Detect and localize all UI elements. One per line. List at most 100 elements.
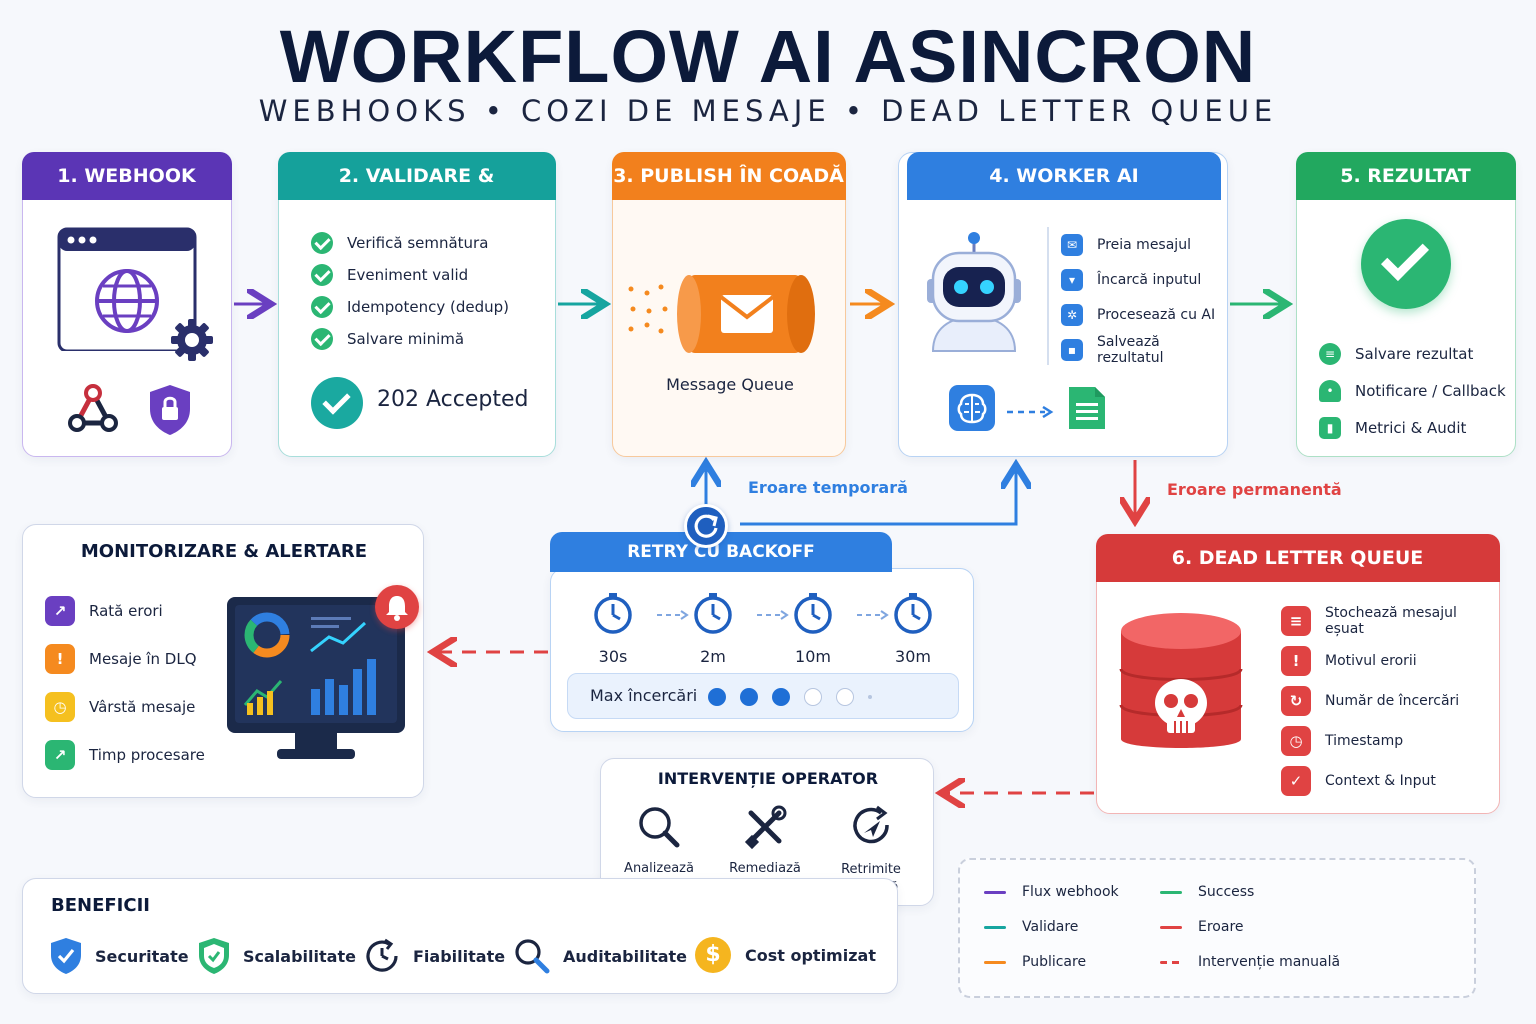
timer-step: 2m <box>667 591 759 666</box>
list-item: Eveniment valid <box>311 259 509 291</box>
permanent-error-label: Eroare permanentă <box>1167 480 1342 499</box>
magnifier-icon <box>639 807 680 848</box>
check-icon <box>311 264 333 286</box>
benefits-card: BENEFICII Securitate Scalabilitate Fiabi… <box>22 878 898 994</box>
queue-caption: Message Queue <box>666 375 794 394</box>
legend-label: Flux webhook <box>1022 884 1119 900</box>
operator-title: INTERVENȚIE OPERATOR <box>657 769 879 788</box>
error-doc-icon: ! <box>1281 646 1311 676</box>
legend-label: Publicare <box>1022 954 1087 970</box>
divider <box>1047 227 1049 365</box>
list-item: ▮Metrici & Audit <box>1319 409 1506 446</box>
context-icon: ✓ <box>1281 766 1311 796</box>
worker-card: 4. WORKER AI ✉Preia mesajul ▾Încarcă inp… <box>898 151 1228 457</box>
worker-steps: ✉Preia mesajul ▾Încarcă inputul ✲Procese… <box>1061 227 1227 367</box>
bar-chart-icon: ▮ <box>1319 416 1341 439</box>
legend-item: Flux webhook <box>984 884 1119 900</box>
dashboard-monitor-icon <box>225 593 407 765</box>
attempt-dot-ellipsis <box>868 695 872 699</box>
tools-icon <box>744 805 787 850</box>
list-item: ↗Timp procesare <box>45 731 205 779</box>
list-item: ≡Salvare rezultat <box>1319 335 1506 372</box>
list-item: ◷Timestamp <box>1281 721 1499 761</box>
retry-icon <box>684 504 728 548</box>
result-list: ≡Salvare rezultat •Notificare / Callback… <box>1319 335 1506 446</box>
clock-icon <box>366 938 398 972</box>
legend-swatch <box>984 890 1006 894</box>
dollar-coin-icon: $ <box>695 937 731 973</box>
legend-item: Publicare <box>984 954 1086 970</box>
benefit-cost: $ Cost optimizat <box>695 937 876 973</box>
accepted-status: 202 Accepted <box>377 387 529 412</box>
timer-icon <box>894 593 932 634</box>
result-tab: 5. REZULTAT <box>1295 151 1516 200</box>
operator-action-fix[interactable]: Remediază <box>723 803 807 876</box>
robot-icon <box>919 231 1029 353</box>
bell-icon: • <box>1319 379 1341 402</box>
temporary-error-label: Eroare temporară <box>748 478 908 497</box>
dashed-arrow-icon <box>1005 403 1055 419</box>
resend-icon <box>853 805 889 844</box>
timer-step: 10m <box>767 591 859 666</box>
gear-icon: ✲ <box>1061 303 1083 326</box>
database-icon: ≡ <box>1319 342 1341 365</box>
check-icon <box>311 296 333 318</box>
magnifier-icon <box>515 939 550 974</box>
timer-step: 30m <box>867 591 959 666</box>
max-attempts-label: Max încercări <box>590 686 698 705</box>
inbox-icon: ▾ <box>1061 268 1083 291</box>
list-item: Salvare minimă <box>311 323 509 355</box>
attempt-dot-empty <box>804 688 822 706</box>
shield-check-icon <box>51 938 81 974</box>
operator-action-analyze[interactable]: Analizează <box>617 803 701 876</box>
validate-checklist: Verifică semnătura Eveniment valid Idemp… <box>311 227 509 355</box>
database-icon: ≡ <box>1281 606 1311 636</box>
document-icon <box>1065 385 1109 431</box>
benefit-reliability: Fiabilitate <box>363 937 505 975</box>
trend-icon: ↗ <box>45 740 75 770</box>
warning-icon: ! <box>45 644 75 674</box>
attempt-dot-filled <box>740 688 758 706</box>
list-item: !Motivul erorii <box>1281 641 1499 681</box>
monitoring-card: MONITORIZARE & ALERTARE ↗Rată erori !Mes… <box>22 524 424 798</box>
timer-step: 30s <box>567 591 659 666</box>
message-queue-icon <box>677 273 817 355</box>
page-title: WORKFLOW AI ASINCRON <box>279 15 1257 98</box>
benefit-security: Securitate <box>49 937 189 975</box>
worker-tab: 4. WORKER AI <box>907 151 1221 200</box>
list-item: !Mesaje în DLQ <box>45 635 205 683</box>
attempt-dot-filled <box>708 688 726 706</box>
retry-tab: RETRY CU BACKOFF <box>550 532 892 572</box>
list-item: ↻Număr de încercări <box>1281 681 1499 721</box>
benefit-auditability: Auditabilitate <box>513 937 687 975</box>
gear-icon <box>169 317 215 363</box>
legend-item: Success <box>1160 884 1254 900</box>
list-item: ◷Vârstă mesaje <box>45 683 205 731</box>
legend-swatch <box>984 925 1006 929</box>
monitoring-title: MONITORIZARE & ALERTARE <box>80 541 368 562</box>
alert-bell-icon <box>375 585 419 629</box>
legend-label: Validare <box>1022 919 1079 935</box>
clock-icon: ◷ <box>1281 726 1311 756</box>
webhook-tab: 1. WEBHOOK <box>21 151 232 200</box>
legend-swatch <box>984 960 1006 964</box>
motion-dots-icon <box>627 269 679 349</box>
retry-count-icon: ↻ <box>1281 686 1311 716</box>
legend-item: Eroare <box>1160 919 1244 935</box>
legend-swatch <box>1160 960 1182 964</box>
mail-icon: ✉ <box>1061 233 1083 256</box>
result-card: 5. REZULTAT ≡Salvare rezultat •Notificar… <box>1295 151 1516 457</box>
brain-icon <box>949 385 995 431</box>
legend-item: Intervenție manuală <box>1160 954 1340 970</box>
list-item: ▾Încarcă inputul <box>1061 262 1227 297</box>
dlq-tab: 6. DEAD LETTER QUEUE <box>1095 533 1500 582</box>
check-icon <box>311 328 333 350</box>
max-attempts-bar: Max încercări <box>567 673 959 719</box>
webhook-icon <box>65 383 121 437</box>
step-arrows <box>657 610 889 620</box>
list-item: ≡Stochează mesajul eșuat <box>1281 601 1499 641</box>
chart-icon: ↗ <box>45 596 75 626</box>
legend-swatch <box>1160 890 1182 894</box>
benefit-scalability: Scalabilitate <box>197 937 356 975</box>
